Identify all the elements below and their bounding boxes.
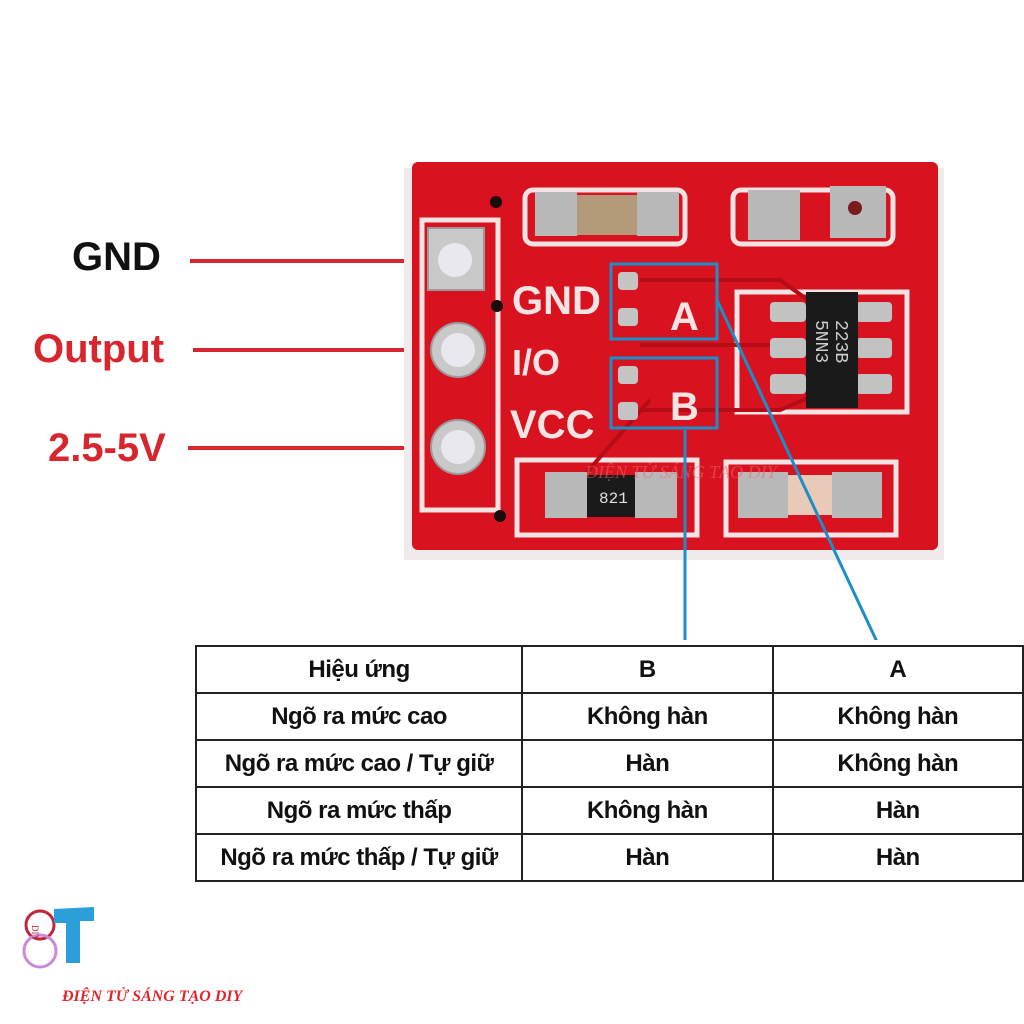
logo-letters: DIY [30,925,40,941]
header-a: A [771,645,1024,694]
resistor-pad-left [545,472,587,518]
logo-ring-top [24,909,56,941]
cell-effect: Ngõ ra mức cao [194,692,524,741]
pcb [412,162,938,550]
resistor-pad-right [635,472,677,518]
silk-a: A [670,295,699,339]
via [490,196,502,208]
table-row: Ngõ ra mức cao Không hàn Không hàn [194,692,1024,741]
header-effect: Hiệu ứng [194,645,524,694]
resistor-marking: 821 [599,490,628,508]
table-row: Ngõ ra mức thấp Không hàn Hàn [194,786,1024,835]
led-body [788,475,832,515]
pin-label-gnd: GND [72,235,161,279]
jumper-b-pad-2 [618,402,638,420]
pin-line-vcc [188,446,446,450]
via [491,300,503,312]
ic-ttp223-leads [770,302,892,394]
silk-vcc: VCC [510,403,594,447]
led-pad-left [738,472,788,518]
pin-line-output [193,348,448,352]
ic-marking-line-1: 223B [830,320,850,363]
jumper-b-pad-1 [618,366,638,384]
header-b: B [521,645,774,694]
silkscreen-outlines [419,187,910,538]
cell-b: Không hàn [521,692,774,741]
cell-a: Hàn [771,833,1024,882]
ic-ttp223-body [806,292,858,408]
cell-a: Không hàn [771,739,1024,788]
jumper-a-pad-2 [618,308,638,326]
pin-label-output: Output [33,327,165,371]
silk-gnd: GND [512,279,601,323]
pin-label-vcc: 2.5-5V [48,426,166,470]
capacitor-pad-right [637,192,679,236]
cell-effect: Ngõ ra mức thấp / Tự giữ [194,833,524,882]
brand-logo: DIY [22,907,94,969]
smd-pad [748,190,800,240]
cell-a: Hàn [771,786,1024,835]
silk-b: B [670,385,699,429]
cell-effect: Ngõ ra mức cao / Tự giữ [194,739,524,788]
board-watermark: ĐIỆN TỬ SÁNG TẠO DIY [584,461,779,482]
pin-line-gnd [190,259,445,263]
table-row: Ngõ ra mức thấp / Tự giữ Hàn Hàn [194,833,1024,882]
pad-vcc-hole [441,430,475,464]
pad-gnd-hole [438,243,472,277]
capacitor-body [577,195,637,235]
brand-name: ĐIỆN TỬ SÁNG TẠO DIY [62,988,243,1005]
table-row: Ngõ ra mức cao / Tự giữ Hàn Không hàn [194,739,1024,788]
ic-marking-line-2: 5NN3 [810,320,830,363]
sensor-via [848,201,862,215]
jumper-a-pad-1 [618,272,638,290]
table-header-row: Hiệu ứng B A [194,645,1024,694]
logo-ring-bottom [22,933,58,969]
cell-b: Hàn [521,833,774,882]
resistor-body [587,475,635,517]
jumper-effects-table: Hiệu ứng B A Ngõ ra mức cao Không hàn Kh… [194,645,1024,882]
cell-effect: Ngõ ra mức thấp [194,786,524,835]
capacitor-pad-left [535,192,577,236]
callout-box-b [609,356,719,430]
via [494,510,506,522]
ttp223-touch-module-board: GND I/O VCC A B 223B 5NN3 821 ĐIỆN TỬ SÁ… [404,162,944,640]
logo-t-mark [54,907,94,963]
cell-b: Không hàn [521,786,774,835]
pad-output-hole [441,333,475,367]
cell-b: Hàn [521,739,774,788]
led-pad-right [832,472,882,518]
callouts [609,262,878,640]
silk-io: I/O [512,342,560,383]
cell-a: Không hàn [771,692,1024,741]
callout-line-a [715,299,878,640]
